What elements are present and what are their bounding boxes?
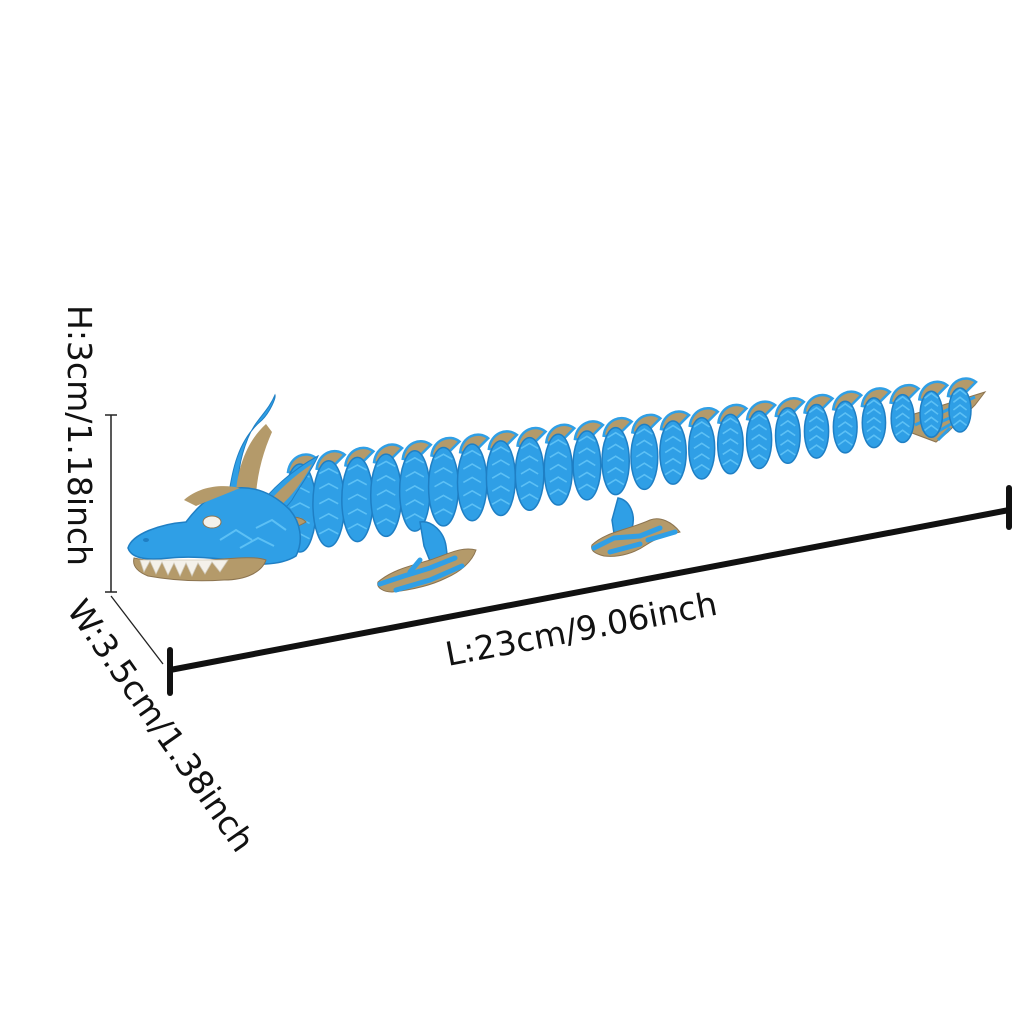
body-segment bbox=[514, 436, 545, 512]
dragon-figure bbox=[127, 377, 987, 593]
width-line bbox=[110, 595, 164, 665]
body-scales bbox=[491, 446, 510, 505]
height-label: H:3cm/1.18inch bbox=[60, 305, 99, 566]
body-scales bbox=[434, 453, 453, 515]
body-scales bbox=[318, 467, 339, 535]
body-segment bbox=[485, 440, 517, 517]
dragon-front-leg bbox=[377, 521, 477, 593]
dragon-rear-leg bbox=[591, 497, 681, 557]
body-scales bbox=[722, 417, 739, 466]
body-segment bbox=[774, 407, 801, 465]
body-scales bbox=[520, 442, 539, 501]
dragon-nostril bbox=[143, 538, 149, 542]
body-segment bbox=[601, 426, 631, 496]
body-scales bbox=[924, 392, 939, 431]
body-segment bbox=[543, 433, 574, 506]
body-segment bbox=[312, 459, 346, 548]
body-scales bbox=[664, 424, 682, 476]
body-segment bbox=[832, 400, 858, 454]
body-segment bbox=[688, 416, 716, 480]
body-scales bbox=[952, 388, 968, 427]
dragon-tail-fin-ridges bbox=[914, 395, 976, 442]
body-segment bbox=[341, 456, 374, 543]
body-scales bbox=[808, 406, 825, 451]
body-scales bbox=[837, 402, 853, 446]
body-scales bbox=[462, 449, 482, 510]
body-segment bbox=[456, 443, 488, 522]
body-segment bbox=[659, 420, 687, 485]
body-scales bbox=[693, 420, 710, 471]
height-dimension: H:3cm/1.18inch bbox=[60, 305, 117, 593]
body-scales bbox=[578, 435, 596, 491]
length-line bbox=[167, 507, 1012, 673]
body-scales bbox=[779, 410, 796, 456]
body-scales bbox=[347, 464, 368, 530]
dragon-body bbox=[283, 387, 972, 553]
body-segment bbox=[890, 393, 915, 444]
width-label: W:3.5cm/1.38inch bbox=[59, 592, 262, 859]
body-scales bbox=[549, 438, 568, 496]
dragon-teeth bbox=[139, 559, 229, 577]
body-scales bbox=[405, 456, 425, 520]
width-dimension: W:3.5cm/1.38inch bbox=[59, 592, 262, 859]
body-scales bbox=[607, 431, 625, 486]
body-segment bbox=[716, 413, 744, 475]
dragon-eye bbox=[202, 515, 222, 529]
body-segment bbox=[861, 397, 887, 449]
body-scales bbox=[751, 413, 768, 461]
length-label: L:23cm/9.06inch bbox=[442, 584, 720, 674]
body-segment bbox=[919, 390, 944, 438]
dragon-head bbox=[127, 393, 320, 582]
body-scales bbox=[895, 395, 910, 436]
body-segment bbox=[572, 430, 602, 501]
body-segment bbox=[630, 423, 659, 491]
body-segment bbox=[745, 410, 773, 470]
body-scales bbox=[866, 399, 882, 441]
body-segment bbox=[427, 446, 460, 527]
body-segment bbox=[398, 450, 431, 532]
body-segment bbox=[948, 387, 972, 433]
body-scales bbox=[376, 460, 396, 525]
body-scales bbox=[635, 428, 653, 481]
body-segment bbox=[803, 403, 830, 459]
body-segment bbox=[369, 453, 403, 538]
